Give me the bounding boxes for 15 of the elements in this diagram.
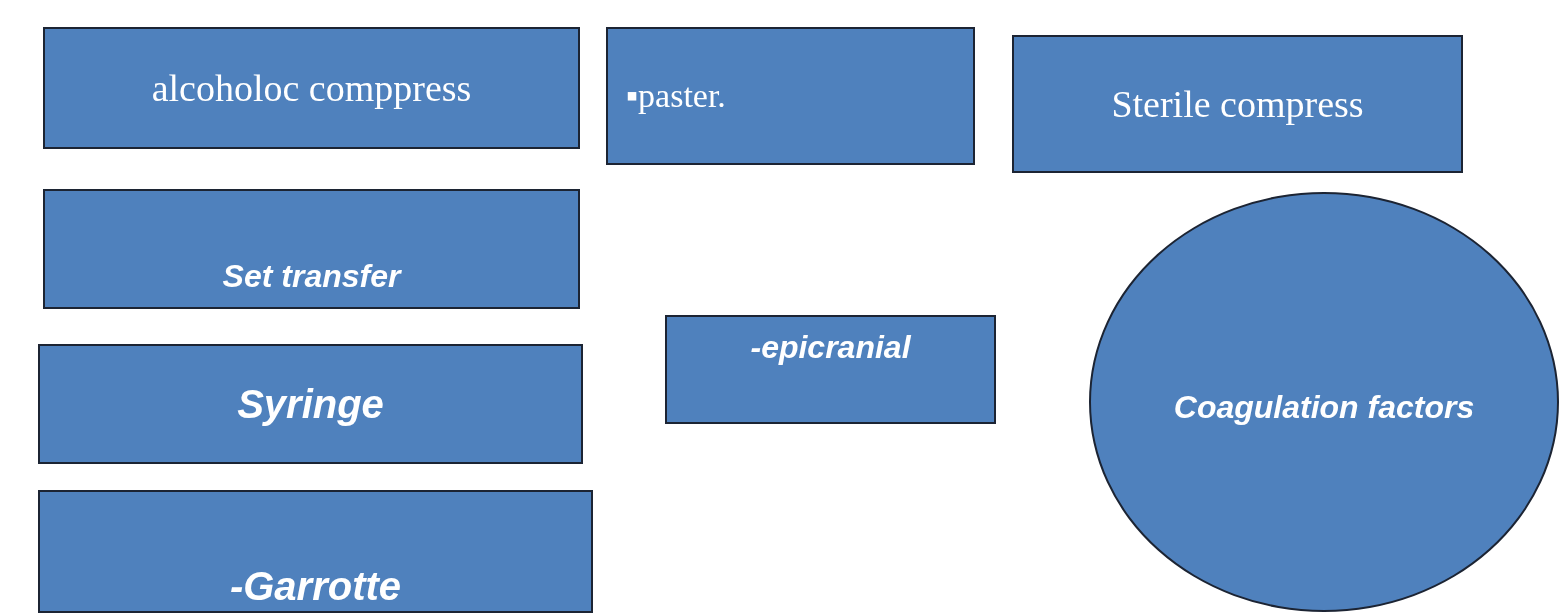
label-box bbox=[38, 344, 583, 464]
node-label: alcoholoc comppress bbox=[151, 66, 472, 110]
label-box bbox=[606, 27, 975, 165]
label-box bbox=[43, 27, 580, 149]
label-box bbox=[1012, 35, 1463, 173]
node-label: Sterile compress bbox=[1111, 82, 1364, 126]
node-label: Set transfer bbox=[222, 258, 401, 295]
label-box bbox=[43, 189, 580, 309]
node-label: Syringe bbox=[237, 381, 384, 427]
node-label: ▪paster. bbox=[626, 77, 726, 115]
label-box bbox=[665, 315, 996, 424]
node-label: -epicranial bbox=[750, 329, 911, 366]
label-box bbox=[38, 490, 593, 613]
node-label: -Garrotte bbox=[229, 564, 402, 609]
node-label: Coagulation factors bbox=[1173, 388, 1475, 426]
